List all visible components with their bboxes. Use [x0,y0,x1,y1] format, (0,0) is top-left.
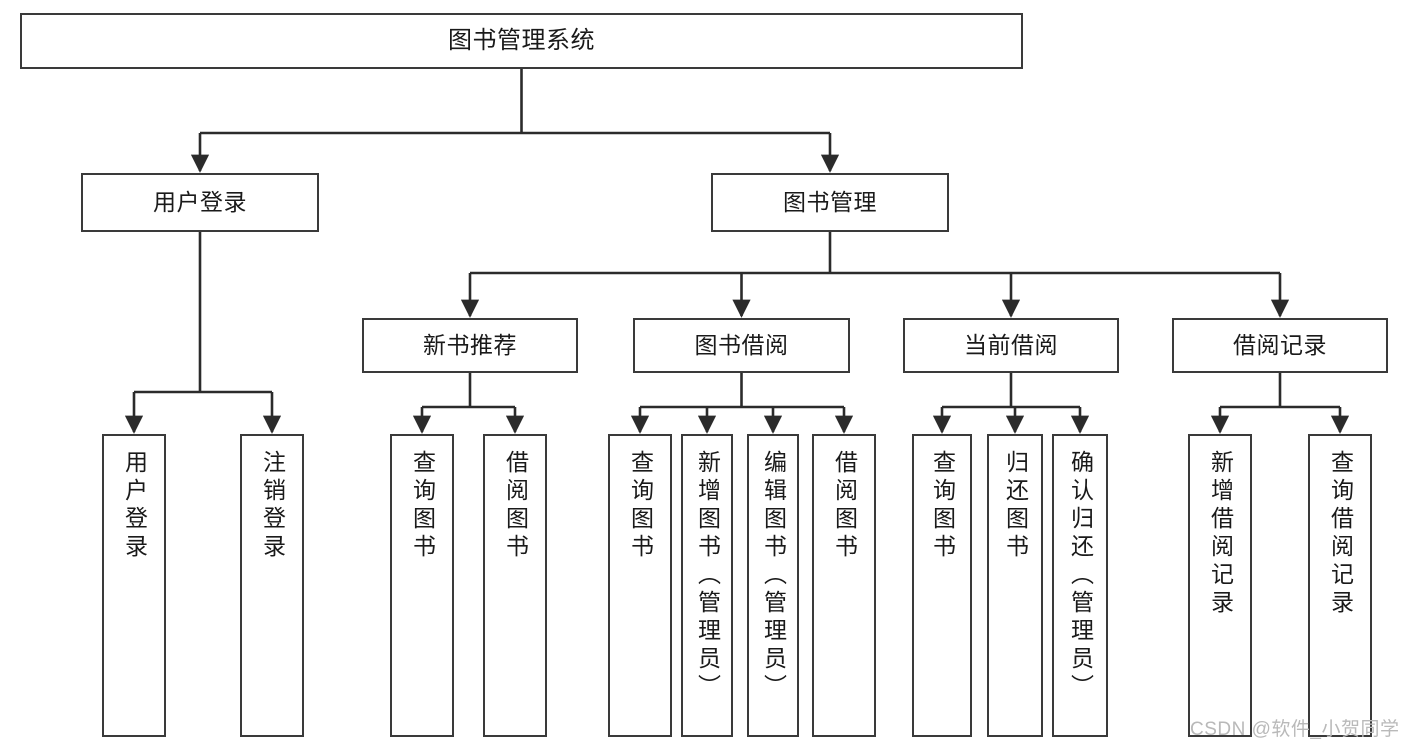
leaf-query-book-current[interactable]: 查询图书 [912,434,972,737]
node-root-label: 图书管理系统 [448,26,595,54]
node-new-book-recommend[interactable]: 新书推荐 [362,318,578,373]
leaf-confirm-return-admin-label: 确认归还（管理员） [1067,450,1094,702]
leaf-return-book-label: 归还图书 [1002,450,1029,562]
leaf-add-borrow-record[interactable]: 新增借阅记录 [1188,434,1252,737]
leaf-add-borrow-record-label: 新增借阅记录 [1207,450,1234,618]
node-current-borrow-label: 当前借阅 [964,331,1058,358]
leaf-query-book-recommend-label: 查询图书 [409,450,436,562]
leaf-query-book-recommend[interactable]: 查询图书 [390,434,454,737]
leaf-edit-book-admin[interactable]: 编辑图书（管理员） [747,434,799,737]
node-user-login-label: 用户登录 [153,188,247,215]
leaf-logout[interactable]: 注销登录 [240,434,304,737]
node-borrow-record-label: 借阅记录 [1233,331,1327,358]
leaf-query-book-borrow[interactable]: 查询图书 [608,434,672,737]
node-borrow-record[interactable]: 借阅记录 [1172,318,1388,373]
leaf-edit-book-admin-label: 编辑图书（管理员） [760,450,787,702]
node-book-borrow-label: 图书借阅 [694,331,789,358]
csdn-watermark: CSDN @软件_小贺同学 [1190,719,1400,740]
leaf-confirm-return-admin[interactable]: 确认归还（管理员） [1052,434,1108,737]
node-book-management[interactable]: 图书管理 [711,173,949,232]
leaf-borrow-book-recommend-label: 借阅图书 [502,450,529,562]
leaf-add-book-admin[interactable]: 新增图书（管理员） [681,434,733,737]
leaf-borrow-book[interactable]: 借阅图书 [812,434,876,737]
node-new-book-recommend-label: 新书推荐 [423,331,517,358]
leaf-query-book-current-label: 查询图书 [929,450,956,562]
leaf-query-borrow-record-label: 查询借阅记录 [1327,450,1354,618]
node-book-management-label: 图书管理 [783,188,877,215]
node-current-borrow[interactable]: 当前借阅 [903,318,1119,373]
leaf-query-borrow-record[interactable]: 查询借阅记录 [1308,434,1372,737]
leaf-user-login[interactable]: 用户登录 [102,434,166,737]
node-root[interactable]: 图书管理系统 [20,13,1023,69]
leaf-borrow-book-label: 借阅图书 [831,450,858,562]
node-user-login[interactable]: 用户登录 [81,173,319,232]
node-book-borrow[interactable]: 图书借阅 [633,318,850,373]
leaf-return-book[interactable]: 归还图书 [987,434,1043,737]
leaf-add-book-admin-label: 新增图书（管理员） [694,450,721,702]
leaf-query-book-borrow-label: 查询图书 [627,450,654,562]
leaf-logout-label: 注销登录 [259,450,286,562]
leaf-borrow-book-recommend[interactable]: 借阅图书 [483,434,547,737]
leaf-user-login-label: 用户登录 [121,450,148,562]
